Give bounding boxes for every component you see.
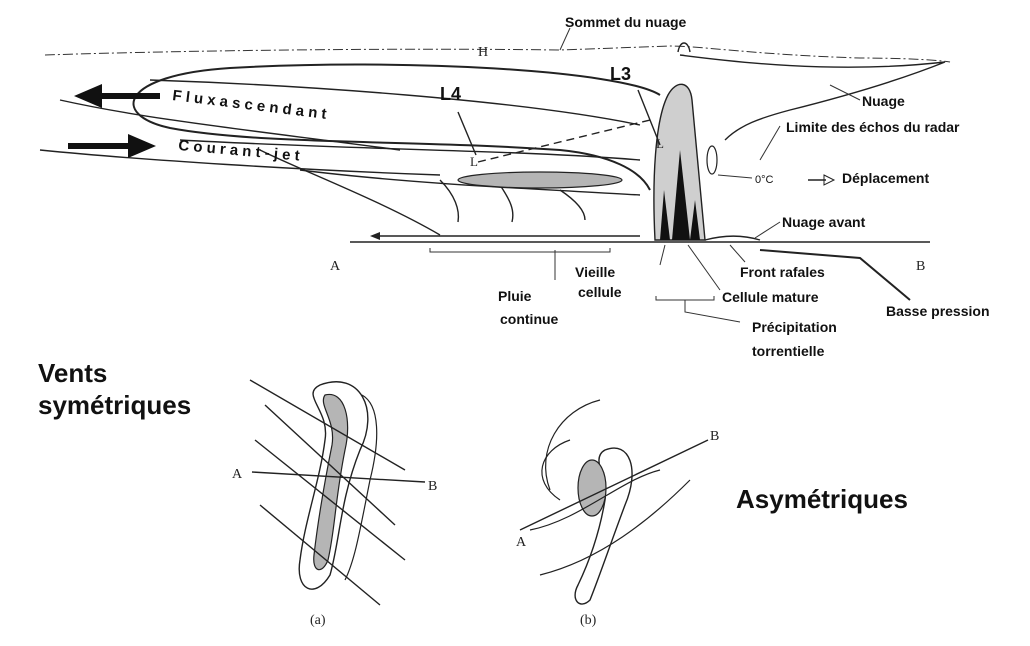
leader-nuage-avant (755, 222, 780, 238)
downdraft-3 (440, 180, 458, 222)
cloud-top-line (45, 46, 950, 62)
brace-pluie (430, 248, 610, 252)
label-l3: L3 (610, 64, 631, 84)
spiral-b-4 (540, 480, 690, 575)
label-l4: L4 (440, 84, 461, 104)
label-flux: F l u x a s c e n d a n t (172, 87, 328, 123)
stratiform-rain-region (458, 172, 622, 188)
label-h: H (478, 45, 488, 60)
label-a-top: A (330, 259, 341, 274)
label-asym: Asymétriques (736, 484, 908, 514)
band-a-cells (345, 395, 377, 580)
leader-limite (760, 126, 780, 160)
downdraft-2 (560, 190, 585, 220)
downdraft-1 (500, 185, 513, 222)
label-vents: Vents symétriques (38, 358, 191, 420)
leader-sommet (560, 28, 570, 50)
label-mature: Cellule mature (722, 289, 819, 305)
label-nuage: Nuage (862, 93, 905, 109)
label-precip-line1: Précipitation (752, 319, 837, 335)
leader-mature (688, 245, 720, 290)
band-b-shaded (578, 460, 606, 516)
label-b-right: B (710, 429, 719, 444)
label-precip-line2: torrentielle (752, 343, 825, 359)
label-l-small-1: L (470, 154, 478, 169)
label-limite: Limite des échos du radar (786, 119, 960, 135)
leader-zero (718, 175, 752, 178)
leader-front (730, 245, 745, 262)
small-cell-ellipse (707, 146, 717, 174)
label-deplacement: Déplacement (842, 170, 929, 186)
label-sommet: Sommet du nuage (565, 14, 687, 30)
wind-a-1 (250, 380, 405, 470)
label-l-small-2: L (656, 136, 664, 151)
label-courant: C o u r a n t - j e t (178, 137, 301, 165)
label-precip: Précipitation torrentielle (752, 319, 841, 359)
label-b-top: B (916, 259, 925, 274)
label-a-left: A (232, 467, 243, 482)
label-vieille-line1: Vieille (575, 264, 615, 280)
label-vieille-line2: cellule (578, 284, 622, 300)
label-a-right: A (516, 535, 527, 550)
label-sub-b: (b) (580, 613, 597, 628)
label-sub-a: (a) (310, 613, 326, 628)
l4-pointer (458, 112, 476, 155)
brace-precip (656, 296, 714, 300)
outer-flow-loop (134, 64, 660, 190)
label-pluie: Pluie continue (498, 288, 559, 327)
arrow-head (370, 232, 380, 240)
label-b-left: B (428, 479, 437, 494)
label-pluie-line1: Pluie (498, 288, 532, 304)
label-nuage-avant: Nuage avant (782, 214, 866, 230)
label-zero: 0°C (755, 174, 774, 186)
label-front: Front rafales (740, 264, 825, 280)
jet-arrow-head (128, 134, 156, 158)
forward-cloud (705, 236, 760, 240)
label-vieille: Vieille cellule (575, 264, 622, 300)
label-vents-line1: Vents (38, 358, 107, 388)
label-basse: Basse pression (886, 303, 990, 319)
leader-vieille (660, 245, 665, 265)
overshooting-top (678, 43, 690, 52)
label-pluie-line2: continue (500, 311, 559, 327)
label-vents-line2: symétriques (38, 390, 191, 420)
